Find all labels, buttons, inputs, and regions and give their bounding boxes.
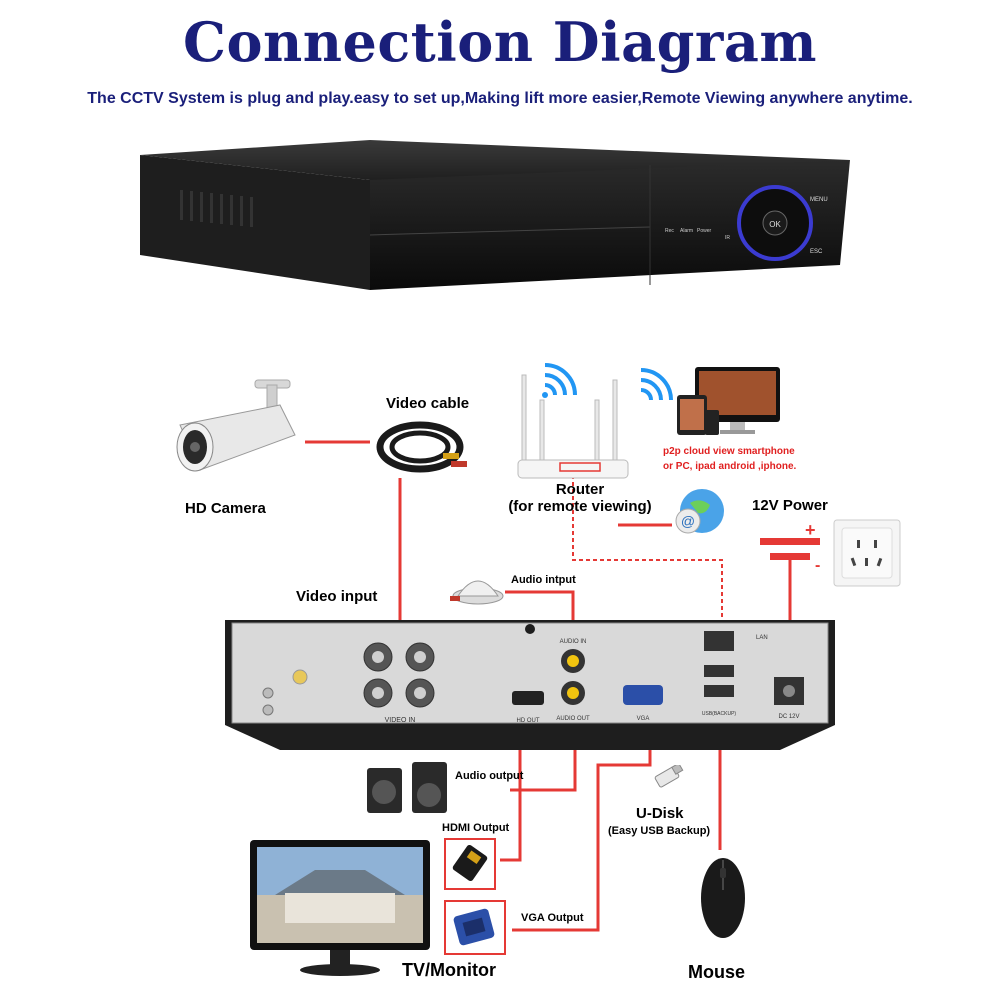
dc-port-label: DC 12V: [778, 714, 799, 720]
alarm-label: Alarm: [680, 228, 693, 234]
ok-button-label: OK: [769, 220, 781, 229]
video-cable-image: [376, 421, 467, 473]
hdmi-output-label: HDMI Output: [442, 822, 510, 834]
hd-camera-image: [176, 379, 296, 472]
power-label: Power: [697, 228, 712, 234]
mouse-image: [701, 858, 745, 938]
esc-button-label: ESC: [810, 249, 823, 255]
dvr-front-unit: OK MENU ESC Rec Alarm Power IR: [140, 140, 850, 290]
video-input-label: Video input: [296, 588, 378, 605]
svg-text:@: @: [681, 513, 695, 529]
video-in-port-label: VIDEO IN: [385, 717, 416, 724]
router-image: [517, 363, 629, 479]
router-label: Router: [555, 481, 605, 498]
power-socket-image: [833, 519, 901, 587]
mouse-label: Mouse: [688, 962, 746, 982]
hdmi-cable-image: [444, 838, 496, 890]
usb-port-label: USB(BACKUP): [702, 711, 737, 717]
audio-in-port-label: AUDIO IN: [560, 639, 587, 645]
lan-port-label: LAN: [756, 635, 768, 641]
p2p-note-line1: p2p cloud view smartphone: [663, 446, 795, 457]
internet-globe-icon: @: [675, 489, 724, 534]
hd-out-port-label: HD OUT: [517, 718, 540, 724]
svg-text:-: -: [815, 557, 820, 574]
p2p-devices-image: [677, 367, 780, 435]
audio-out-port-label: AUDIO OUT: [556, 716, 590, 722]
hd-camera-label: HD Camera: [185, 500, 266, 517]
page-subtitle: The CCTV System is plug and play.easy to…: [87, 90, 913, 107]
u-disk-sublabel: (Easy USB Backup): [608, 825, 711, 837]
microphone-image: [450, 580, 504, 605]
tv-monitor-image: [250, 840, 430, 976]
vga-output-label: VGA Output: [521, 912, 584, 924]
tv-monitor-label: TV/Monitor: [402, 960, 496, 980]
router-sublabel: (for remote viewing): [508, 498, 652, 515]
p2p-note-line2: or PC, ipad android ,iphone.: [663, 461, 797, 472]
u-disk-label: U-Disk: [636, 805, 684, 822]
power-label: 12V Power: [752, 497, 828, 514]
vga-port-label: VGA: [637, 716, 650, 722]
speakers-image: [367, 762, 447, 813]
rec-label: Rec: [665, 228, 674, 234]
vga-cable-image: [444, 900, 506, 955]
video-cable-label: Video cable: [386, 395, 470, 412]
svg-text:+: +: [805, 520, 816, 540]
battery-symbol: + -: [760, 520, 820, 590]
wifi-icon: [640, 368, 673, 401]
menu-button-label: MENU: [810, 197, 828, 203]
page-title: Connection Diagram: [183, 10, 817, 74]
ir-label: IR: [725, 235, 730, 241]
audio-output-label: Audio output: [455, 770, 524, 782]
audio-input-label: Audio intput: [511, 574, 576, 586]
usb-drive-image: [654, 765, 684, 788]
dvr-back-panel: VIDEO IN AUDIO IN AUDIO OUT HD OUT VGA L…: [225, 620, 835, 750]
